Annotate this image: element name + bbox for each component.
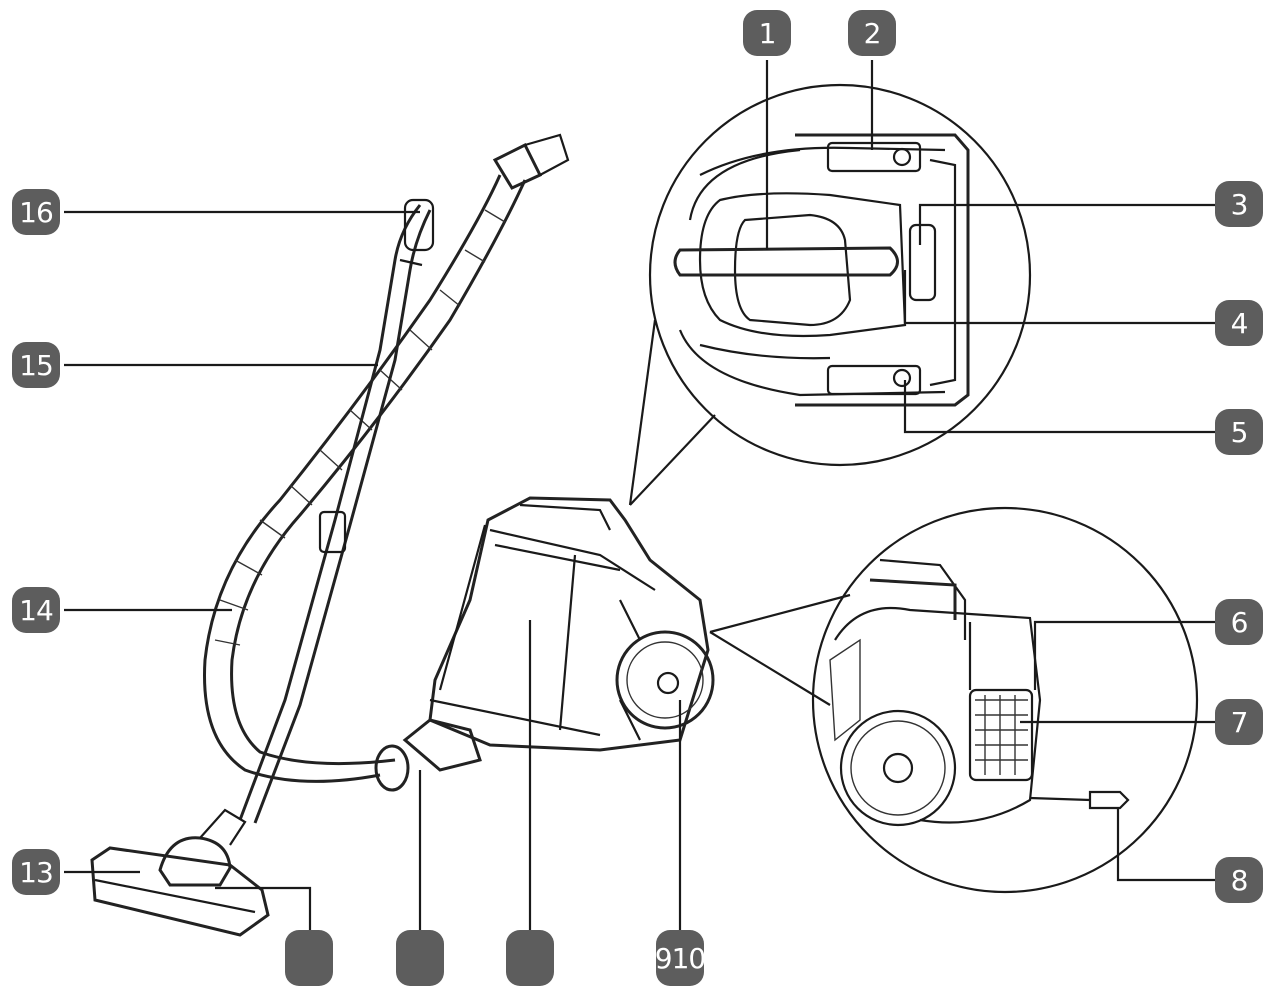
leader-8 bbox=[1116, 808, 1215, 882]
callout-5: 5 bbox=[1215, 409, 1263, 455]
callout-13: 13 bbox=[12, 849, 60, 895]
callout-1: 1 bbox=[743, 10, 791, 56]
vacuum-body bbox=[374, 496, 715, 792]
handle-detail bbox=[673, 133, 970, 407]
zoom-line bbox=[709, 631, 831, 706]
callout-14: 14 bbox=[12, 587, 60, 633]
leader-12 bbox=[215, 886, 312, 930]
rear-detail-circle bbox=[811, 506, 1199, 894]
zoom-line bbox=[629, 414, 716, 506]
leader-5 bbox=[903, 380, 1215, 434]
tube bbox=[238, 198, 435, 824]
zoom-line bbox=[628, 319, 657, 506]
callout-7: 7 bbox=[1215, 699, 1263, 745]
leader-6 bbox=[1033, 620, 1215, 690]
callout-910: 910 bbox=[655, 930, 706, 986]
callout-15: 15 bbox=[12, 342, 60, 388]
hose bbox=[203, 133, 570, 783]
callout-4: 4 bbox=[1215, 300, 1263, 346]
leader-3 bbox=[918, 203, 1215, 245]
handle-detail-circle bbox=[648, 83, 1032, 467]
rear-detail bbox=[829, 558, 1130, 827]
floor-nozzle bbox=[90, 808, 270, 937]
callout-12 bbox=[285, 930, 333, 986]
zoom-line bbox=[709, 593, 851, 634]
callout-8: 8 bbox=[1215, 857, 1263, 903]
callout-2: 2 bbox=[848, 10, 896, 56]
callout-11 bbox=[396, 930, 444, 986]
callout-3: 3 bbox=[1215, 181, 1263, 227]
leader-4 bbox=[903, 270, 1215, 325]
callout-6: 6 bbox=[1215, 599, 1263, 645]
callout-16: 16 bbox=[12, 189, 60, 235]
callout-10 bbox=[506, 930, 554, 986]
